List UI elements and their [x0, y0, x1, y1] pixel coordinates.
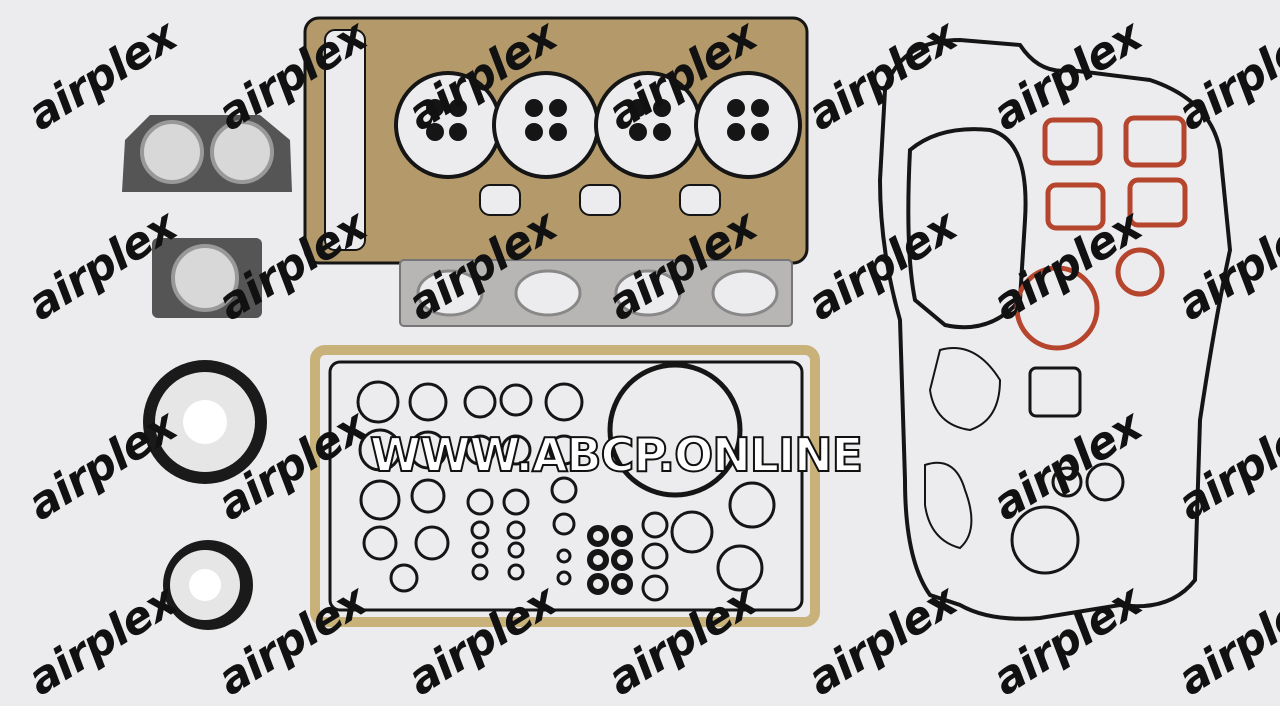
gasket-set-photo: [122, 16, 1233, 630]
crankshaft-seal-large: [143, 360, 267, 484]
cylinder-head-gasket: [303, 16, 809, 265]
website-overlay-text: WWW.ABCP.ONLINE: [369, 427, 864, 483]
exhaust-flange-gasket: [122, 115, 292, 192]
flange-gasket-small: [152, 238, 262, 318]
valve-cover-gasket: [877, 37, 1233, 621]
intake-seals-red: [1014, 115, 1188, 351]
exhaust-manifold-gasket: [399, 259, 793, 327]
oil-pan-gasket: [310, 345, 820, 627]
crankshaft-seal-small: [163, 540, 253, 630]
